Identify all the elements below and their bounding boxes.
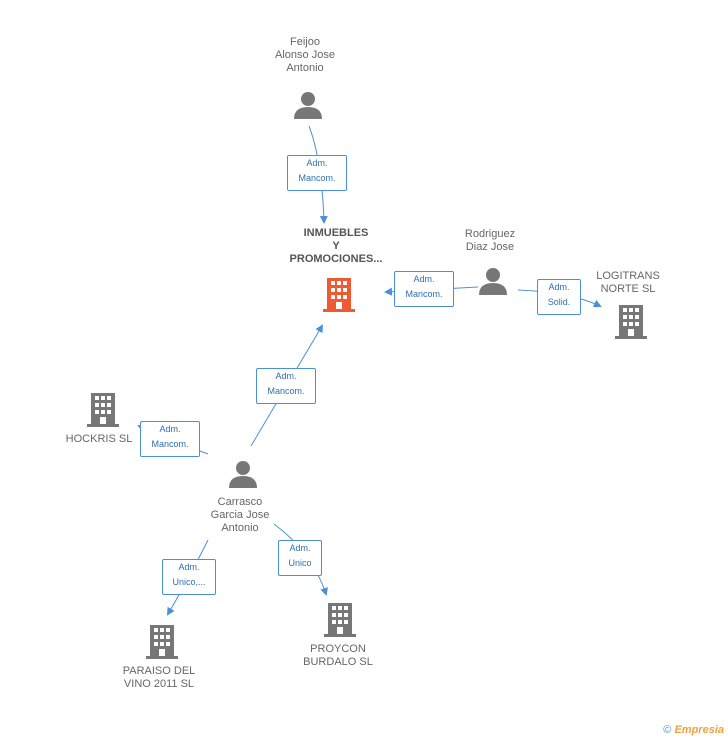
edge-label-carrasco-proycon[interactable]: Adm. Unico: [278, 540, 322, 576]
node-label-inmuebles[interactable]: INMUEBLES Y PROMOCIONES...: [289, 227, 383, 265]
edge-label-carrasco-inmuebles[interactable]: Adm. Mancom.: [256, 368, 316, 404]
building-icon[interactable]: [87, 393, 119, 427]
node-label-feijoo[interactable]: Feijoo Alonso Jose Antonio: [275, 36, 335, 74]
edge-label-rodriguez-inmuebles[interactable]: Adm. Mancom.: [394, 271, 454, 307]
edge-label-carrasco-paraiso[interactable]: Adm. Unico,...: [162, 559, 216, 595]
edge-label-feijoo-inmuebles[interactable]: Adm. Mancom.: [287, 155, 347, 191]
copyright-icon: ©: [663, 724, 672, 736]
node-label-logitrans[interactable]: LOGITRANS NORTE SL: [596, 270, 660, 295]
person-icon[interactable]: [228, 459, 258, 489]
edge-label-rodriguez-logitrans[interactable]: Adm. Solid.: [537, 279, 581, 315]
edge-label-carrasco-hockris[interactable]: Adm. Mancom.: [140, 421, 200, 457]
building-icon[interactable]: [323, 278, 355, 312]
building-icon[interactable]: [324, 603, 356, 637]
person-icon[interactable]: [293, 90, 323, 120]
building-icon[interactable]: [146, 625, 178, 659]
node-label-carrasco[interactable]: Carrasco Garcia Jose Antonio: [210, 496, 270, 534]
node-label-proycon[interactable]: PROYCON BURDALO SL: [303, 643, 373, 668]
node-label-paraiso[interactable]: PARAISO DEL VINO 2011 SL: [122, 665, 196, 690]
brand-name: Empresia: [674, 724, 724, 736]
person-icon[interactable]: [478, 266, 508, 296]
node-label-rodriguez[interactable]: Rodriguez Diaz Jose: [464, 228, 516, 253]
brand-watermark[interactable]: © Empresia: [663, 724, 724, 736]
building-icon[interactable]: [615, 305, 647, 339]
node-label-hockris[interactable]: HOCKRIS SL: [65, 433, 133, 445]
